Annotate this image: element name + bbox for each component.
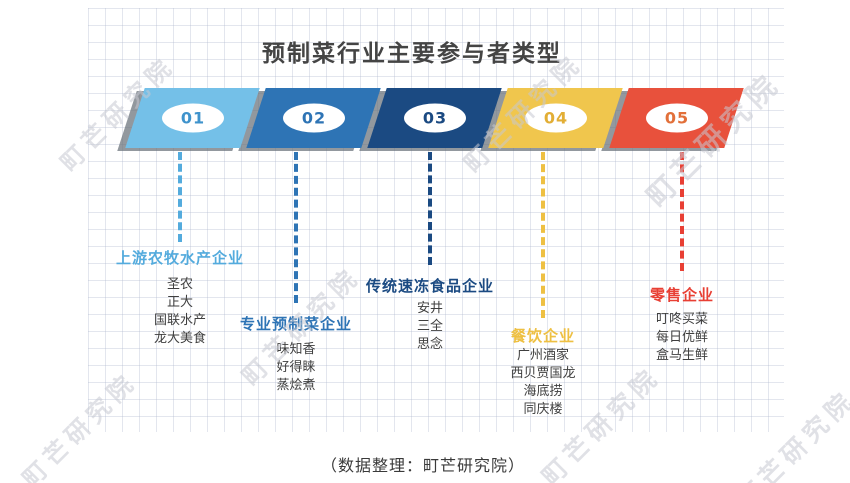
company-item: 味知香 [276, 342, 316, 357]
company-item: 每日优鲜 [655, 330, 709, 345]
category-label: 专业预制菜企业 [239, 315, 353, 333]
segment-number: 02 [301, 108, 326, 128]
company-item: 同庆楼 [523, 402, 563, 417]
category-label: 餐饮企业 [510, 327, 576, 345]
company-item: 三全 [416, 319, 444, 334]
graph-paper-grid [88, 8, 784, 432]
segment-number-badge: 02 [282, 103, 345, 133]
company-item: 正大 [166, 295, 194, 310]
company-item: 蒸烩煮 [276, 378, 316, 393]
segment-01: 01 [125, 88, 260, 148]
company-list: 味知香好得睐蒸烩煮 [276, 341, 315, 395]
company-list: 安井三全思念 [417, 300, 443, 354]
company-item: 叮咚买菜 [655, 312, 709, 327]
segment-03: 03 [367, 88, 502, 148]
source-caption: （数据整理：町芒研究院） [320, 456, 526, 475]
segment-number-badge: 03 [403, 103, 466, 133]
category-label: 零售企业 [649, 286, 715, 304]
connector-dashed-line [680, 152, 684, 271]
company-item: 海底捞 [523, 384, 563, 399]
segment-05: 05 [609, 88, 744, 148]
segment-number-badge: 05 [645, 103, 708, 133]
company-list: 圣农正大国联水产龙大美食 [154, 276, 206, 348]
company-item: 龙大美食 [153, 331, 207, 346]
company-item: 思念 [416, 337, 444, 352]
segment-number-badge: 01 [161, 103, 224, 133]
company-item: 国联水产 [153, 313, 207, 328]
connector-dashed-line [294, 152, 298, 303]
company-item: 西贝贾国龙 [510, 366, 576, 381]
connector-dashed-line [541, 152, 545, 318]
segment-02: 02 [246, 88, 381, 148]
company-item: 好得睐 [276, 360, 316, 375]
category-label: 传统速冻食品企业 [365, 277, 495, 295]
connector-dashed-line [178, 152, 182, 242]
company-item: 安井 [416, 301, 444, 316]
connector-dashed-line [428, 152, 432, 265]
company-item: 广州酒家 [516, 348, 570, 363]
company-item: 盒马生鲜 [655, 348, 709, 363]
segment-number: 03 [422, 108, 447, 128]
segment-number: 05 [664, 108, 689, 128]
segment-number: 01 [180, 108, 205, 128]
segment-number: 04 [543, 108, 568, 128]
company-list: 叮咚买菜每日优鲜盒马生鲜 [656, 311, 708, 365]
category-label: 上游农牧水产企业 [115, 249, 245, 267]
company-item: 圣农 [166, 277, 194, 292]
segment-04: 04 [488, 88, 623, 148]
segment-number-badge: 04 [524, 103, 587, 133]
company-list: 广州酒家西贝贾国龙海底捞同庆楼 [510, 347, 575, 419]
page-title: 预制菜行业主要参与者类型 [262, 41, 562, 67]
